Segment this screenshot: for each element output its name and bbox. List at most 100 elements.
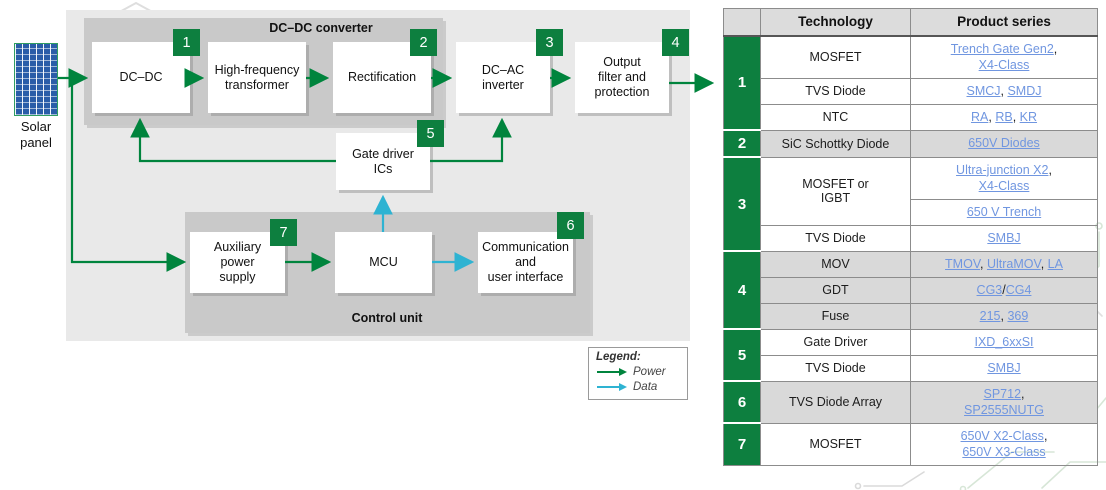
technology-cell: NTC: [760, 103, 911, 131]
product-separator: ,: [980, 256, 987, 271]
product-separator: /: [1002, 282, 1006, 297]
solar-panel-icon: [14, 43, 58, 116]
group-number-cell: 1: [723, 35, 761, 131]
product-cell: SP712, SP2555NUTG: [910, 380, 1098, 424]
product-link[interactable]: SMDJ: [1007, 83, 1042, 98]
product-link[interactable]: SP712: [983, 386, 1022, 401]
group-number-cell: 4: [723, 250, 761, 330]
product-series-header: Product series: [910, 8, 1098, 37]
product-link[interactable]: 650V Diodes: [968, 136, 1040, 151]
product-link[interactable]: SMBJ: [987, 230, 1021, 245]
product-link[interactable]: UltraMOV: [986, 256, 1041, 271]
product-cell: RA, RB, KR: [910, 103, 1098, 131]
product-link[interactable]: 215: [979, 308, 1001, 323]
technology-cell: TVS Diode: [760, 77, 911, 105]
product-link[interactable]: 369: [1007, 308, 1029, 323]
product-link[interactable]: X4-Class: [978, 179, 1030, 193]
block-aux-power-label: Auxiliary power supply: [213, 240, 262, 284]
product-separator: ,: [1053, 41, 1058, 56]
product-cell: TMOV, UltraMOV, LA: [910, 250, 1098, 278]
table-header-row: Technology Product series: [723, 8, 1098, 37]
product-line: TMOV, UltraMOV, LA: [914, 256, 1094, 273]
product-line: SMCJ, SMDJ: [914, 83, 1094, 100]
block-output-filter-label: Output filter and protection: [594, 55, 650, 99]
table-row: 650 V Trench: [724, 198, 1098, 226]
product-link[interactable]: CG3: [976, 282, 1003, 297]
legend-box: Legend: Power Data: [588, 347, 688, 400]
product-link[interactable]: SMCJ: [966, 83, 1001, 98]
technology-cell: TVS Diode Array: [760, 380, 911, 424]
product-separator: ,: [988, 109, 996, 124]
product-link[interactable]: 650 V Trench: [966, 204, 1042, 219]
product-separator: ,: [1021, 386, 1025, 401]
product-link[interactable]: KR: [1019, 109, 1038, 124]
product-link[interactable]: RB: [995, 109, 1013, 124]
legend-row-data: Data: [596, 381, 680, 393]
product-link[interactable]: LA: [1047, 256, 1063, 271]
block-dc-ac-inverter-label: DC–AC inverter: [481, 62, 525, 92]
legend-title: Legend:: [596, 351, 641, 363]
product-separator: ,: [1000, 308, 1008, 323]
product-link[interactable]: Ultra-junction X2: [956, 162, 1049, 177]
block-rectification-label: Rectification: [347, 70, 417, 85]
legend-row-power: Power: [596, 366, 680, 378]
group-number-cell: 6: [723, 380, 761, 424]
legend-power-label: Power: [633, 366, 666, 378]
product-link[interactable]: X4-Class: [978, 58, 1030, 72]
product-link[interactable]: 650V X2-Class: [960, 428, 1044, 443]
step-badge-1: 1: [173, 29, 200, 56]
legend-data-label: Data: [633, 381, 658, 393]
product-line: X4-Class: [914, 57, 1094, 74]
product-link[interactable]: RA: [970, 109, 989, 124]
product-link[interactable]: Trench Gate Gen2: [950, 41, 1054, 56]
product-line: Ultra-junction X2,: [914, 162, 1094, 179]
step-badge-2: 2: [410, 29, 437, 56]
block-dc-dc-label: DC–DC: [119, 70, 163, 85]
step-badge-5: 5: [417, 120, 444, 147]
product-line: 215, 369: [914, 308, 1094, 325]
product-line: CG3/CG4: [914, 282, 1094, 299]
product-link[interactable]: TMOV: [945, 256, 981, 271]
technology-cell: MOV: [760, 250, 911, 278]
group-number-cell: 2: [723, 129, 761, 158]
product-cell: 650 V Trench: [910, 198, 1098, 226]
product-link[interactable]: SP2555NUTG: [964, 403, 1044, 417]
product-separator: ,: [1043, 428, 1048, 443]
block-output-filter: Output filter and protection: [575, 42, 669, 113]
corner-cell: [723, 8, 761, 37]
product-cell: SMBJ: [910, 224, 1098, 252]
product-line: 650V X2-Class,: [914, 428, 1094, 445]
technology-cell: MOSFET: [760, 35, 911, 79]
product-line: SMBJ: [914, 360, 1094, 377]
product-line: SMBJ: [914, 230, 1094, 247]
block-comm-ui: Communication and user interface: [478, 232, 573, 293]
product-link[interactable]: 650V X3-Class: [962, 445, 1046, 459]
step-badge-7: 7: [270, 219, 297, 246]
step-badge-3: 3: [536, 29, 563, 56]
dc-dc-converter-group-title: DC–DC converter: [269, 21, 373, 35]
group-number-cell: 5: [723, 328, 761, 382]
product-line: SP2555NUTG: [914, 402, 1094, 419]
technology-cell: Gate Driver: [760, 328, 911, 356]
block-comm-ui-label: Communication and user interface: [482, 240, 569, 284]
product-link[interactable]: CG4: [1005, 282, 1032, 297]
product-link[interactable]: SMBJ: [987, 360, 1021, 375]
product-link[interactable]: IXD_6xxSI: [974, 334, 1034, 349]
product-cell: IXD_6xxSI: [910, 328, 1098, 356]
technology-cell: TVS Diode: [760, 224, 911, 252]
block-hf-transformer: High-frequency transformer: [208, 42, 306, 113]
technology-cell: MOSFET or IGBT: [760, 156, 911, 226]
power-arrow-icon: [597, 368, 627, 376]
block-dc-ac-inverter: DC–AC inverter: [456, 42, 550, 113]
product-cell: 650V Diodes: [910, 129, 1098, 158]
